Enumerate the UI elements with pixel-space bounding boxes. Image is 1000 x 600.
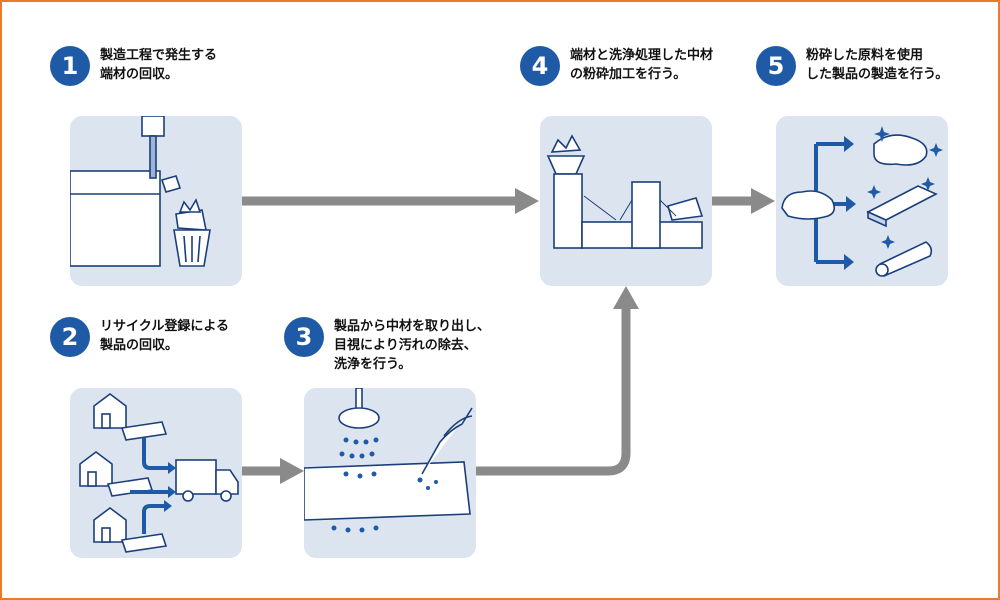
step-1-line-2: 端材の回収。 [100,67,179,82]
step-4-text: 端材と洗浄処理した中材 の粉砕加工を行う。 [570,46,713,84]
panel-5-manufacturing [776,116,948,286]
panel-4-crushing [540,116,712,286]
step-number-3: 3 [284,317,324,357]
step-5: 5 粉砕した原料を使用 した製品の製造を行う。 [756,46,948,86]
panel-2-product-recovery [70,388,242,558]
step-4-line-1: 端材と洗浄処理した中材 [570,48,714,63]
step-2-line-2: 製品の回収。 [100,338,179,353]
step-5-line-1: 粉砕した原料を使用 [806,48,924,63]
panel-1-scrap-collection [70,116,242,286]
step-5-line-2: した製品の製造を行う。 [806,67,949,82]
step-number-4: 4 [520,46,560,86]
shower-washing-icon [304,388,473,533]
step-3-text: 製品から中材を取り出し、 目視により汚れの除去、 洗浄を行う。 [334,317,490,374]
step-5-text: 粉砕した原料を使用 した製品の製造を行う。 [806,46,948,84]
step-2-text: リサイクル登録による 製品の回収。 [100,317,229,355]
factory-scrap-bin-icon [70,116,211,267]
step-3-line-2: 目視により汚れの除去、 [334,338,477,353]
products-branching-icon [781,126,943,277]
step-1-text: 製造工程で発生する 端材の回収。 [100,46,217,84]
step-2: 2 リサイクル登録による 製品の回収。 [50,317,229,357]
step-3-line-3: 洗浄を行う。 [334,357,412,372]
crushing-machine-icon [546,134,704,249]
step-3-line-1: 製品から中材を取り出し、 [334,319,491,334]
step-1: 1 製造工程で発生する 端材の回収。 [50,46,217,86]
step-1-line-1: 製造工程で発生する [100,48,218,63]
step-number-5: 5 [756,46,796,86]
panel-3-washing [304,388,476,558]
houses-to-truck-icon [79,393,239,553]
step-2-line-1: リサイクル登録による [100,319,229,334]
step-3: 3 製品から中材を取り出し、 目視により汚れの除去、 洗浄を行う。 [284,317,490,374]
arrow-3-to-4-icon [476,307,631,476]
step-number-1: 1 [50,46,90,86]
step-number-2: 2 [50,317,90,357]
step-4-line-2: の粉砕加工を行う。 [570,67,687,82]
step-4: 4 端材と洗浄処理した中材 の粉砕加工を行う。 [520,46,713,86]
